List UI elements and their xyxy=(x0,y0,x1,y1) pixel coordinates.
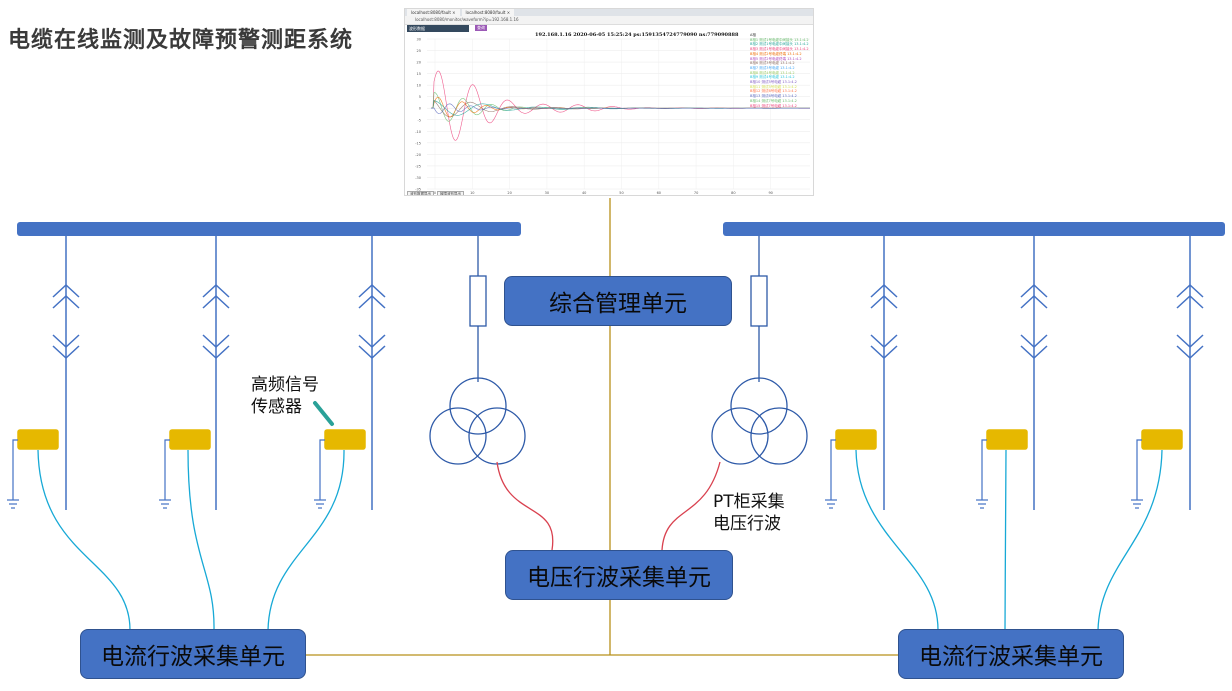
hf-sensor xyxy=(835,429,877,450)
export-buttons: 波形数据导出故障波形导出 xyxy=(407,191,464,195)
pt-branch-right xyxy=(711,236,808,465)
ground-icon xyxy=(976,499,988,509)
legend-item[interactable]: B相14 测试7号电缆 13.1:4.2 xyxy=(750,98,797,103)
x-tick-label: 20 xyxy=(507,191,511,195)
sensor-label-line1: 高频信号 xyxy=(251,375,319,395)
waveform-chart-title: 192.168.1.16 2020-06-05 15:25:24 ps:1591… xyxy=(535,32,739,38)
y-tick-label: 5 xyxy=(419,95,421,99)
x-tick-label: 0 xyxy=(434,191,436,195)
legend-item[interactable]: B相11 测试5号电缆 13.1:4.2 xyxy=(750,84,797,89)
feeder xyxy=(1131,236,1204,510)
management-unit: 综合管理单元 xyxy=(504,276,732,326)
legend-item[interactable]: B相4 测试2号电缆终端 13.1:4.2 xyxy=(750,51,802,56)
ground-icon xyxy=(825,499,837,509)
y-tick-label: 10 xyxy=(417,84,421,88)
sensor-label-line2: 传感器 xyxy=(251,397,302,417)
legend-item[interactable]: B相1 测试1号电缆中间接头 13.1:4.2 xyxy=(750,37,809,42)
ground-icon xyxy=(1131,499,1143,509)
x-tick-label: 50 xyxy=(619,191,623,195)
waveform-screenshot: localhost:8080/fault × localhost:8080/fa… xyxy=(404,8,814,196)
legend-item[interactable]: B相5 测试2号电缆终端 13.1:4.2 xyxy=(750,56,802,61)
current-wave-unit-right: 电流行波采集单元 xyxy=(898,629,1124,679)
y-tick-label: -5 xyxy=(418,118,422,122)
hf-sensor xyxy=(169,429,211,450)
x-tick-label: 10 xyxy=(470,191,474,195)
busbar-left xyxy=(17,222,521,236)
x-tick-label: 90 xyxy=(768,191,772,195)
x-tick-label: 40 xyxy=(582,191,586,195)
legend-item[interactable]: B相3 测试1号电缆中间接头 13.1:4.2 xyxy=(750,47,809,52)
y-tick-label: -30 xyxy=(415,176,421,180)
busbar-right xyxy=(723,222,1225,236)
legend-item[interactable]: B相7 测试3号电缆 13.1:4.2 xyxy=(750,65,795,70)
legend-header: A相 xyxy=(750,33,756,37)
x-tick-label: 80 xyxy=(731,191,735,195)
address-bar[interactable]: localhost:8080/monitor/waveform?ip=192.1… xyxy=(405,16,813,25)
y-tick-label: -10 xyxy=(415,130,421,134)
hf-sensor xyxy=(17,429,59,450)
y-tick-label: -35 xyxy=(415,188,421,192)
legend-item[interactable]: B相8 测试4号电缆 13.1:4.2 xyxy=(750,70,795,75)
hf-sensor xyxy=(324,429,366,450)
legend-item[interactable]: B相10 测试5号电缆 13.1:4.2 xyxy=(750,80,797,85)
y-tick-label: -25 xyxy=(415,164,421,168)
communication-lines xyxy=(306,198,898,656)
voltage-signal-lines xyxy=(496,461,721,551)
voltage-wave-unit: 电压行波采集单元 xyxy=(505,550,733,600)
sensor-pointer xyxy=(313,401,334,426)
y-tick-label: 25 xyxy=(417,49,421,53)
x-tick-label: 30 xyxy=(545,191,549,195)
legend-item[interactable]: B相2 测试1号电缆中间接头 13.1:4.2 xyxy=(750,42,809,47)
y-tick-label: 20 xyxy=(417,61,421,65)
current-wave-unit-left: 电流行波采集单元 xyxy=(80,629,306,679)
y-tick-label: -15 xyxy=(415,141,421,145)
feeder xyxy=(825,236,898,510)
query-button[interactable]: 查询 xyxy=(475,25,487,31)
feeder xyxy=(314,236,386,510)
ground-icon xyxy=(314,499,326,509)
legend-item[interactable]: B相6 测试3号电缆 13.1:4.2 xyxy=(750,61,795,66)
y-tick-label: 15 xyxy=(417,72,421,76)
export-button[interactable]: 波形数据导出 xyxy=(407,191,434,195)
browser-tab[interactable]: localhost:8080/fault × xyxy=(461,9,515,16)
toolbar-label: 波形数据 xyxy=(407,25,469,32)
export-button[interactable]: 故障波形导出 xyxy=(437,191,464,195)
hf-sensor xyxy=(1141,429,1183,450)
legend-item[interactable]: B相9 测试4号电缆 13.1:4.2 xyxy=(750,75,795,80)
x-tick-label: 70 xyxy=(694,191,698,195)
legend-item[interactable]: B相13 测试6号电缆 13.1:4.2 xyxy=(750,94,797,99)
browser-tabs: localhost:8080/fault × localhost:8080/fa… xyxy=(405,9,813,16)
browser-tab[interactable]: localhost:8080/fault × xyxy=(407,9,460,16)
y-tick-label: -20 xyxy=(415,153,421,157)
x-tick-label: 60 xyxy=(657,191,661,195)
feeder xyxy=(159,236,230,510)
legend-item[interactable]: B相12 测试6号电缆 13.1:4.2 xyxy=(750,89,797,94)
current-signal-lines xyxy=(37,449,1163,631)
pt-label-line1: PT柜采集 xyxy=(713,492,785,512)
ground-icon xyxy=(159,499,171,509)
waveform-trace xyxy=(431,103,810,115)
legend-item[interactable]: B相15 测试7号电缆 13.1:4.2 xyxy=(750,103,797,108)
page-title: 电缆在线监测及故障预警测距系统 xyxy=(8,28,354,53)
y-tick-label: 0 xyxy=(419,107,421,111)
hf-sensor xyxy=(986,429,1028,450)
feeder xyxy=(976,236,1048,510)
y-tick-label: 30 xyxy=(417,38,421,42)
ground-icon xyxy=(7,499,19,509)
pt-branch-left xyxy=(429,236,526,465)
feeder xyxy=(7,236,80,510)
pt-label-line2: 电压行波 xyxy=(713,514,781,534)
